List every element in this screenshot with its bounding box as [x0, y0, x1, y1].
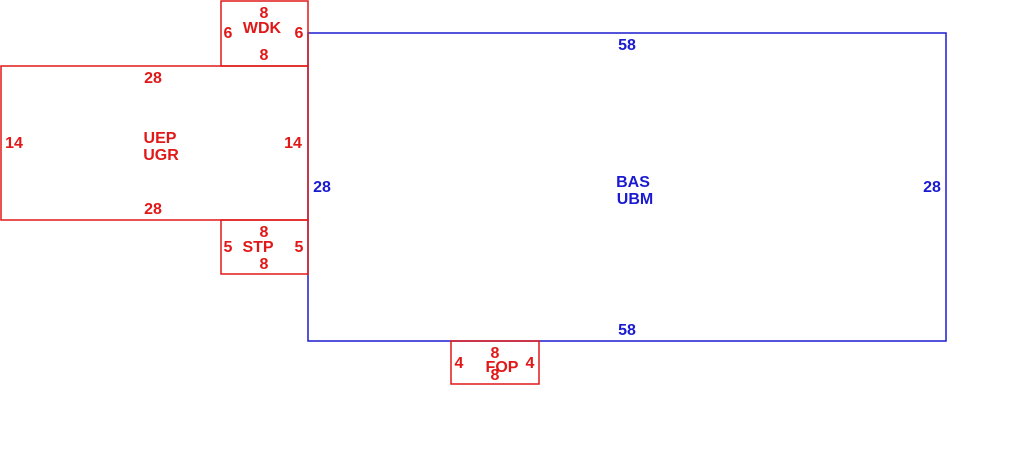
area-bas-subcode: UBM [617, 191, 653, 208]
area-uep-code: UEP [144, 130, 177, 147]
area-uep-left-dimension: 14 [5, 135, 23, 152]
area-bas: BAS UBM 58 58 28 28 [307, 32, 947, 342]
area-uep-right-dimension: 14 [284, 135, 302, 152]
area-stp-outline [220, 219, 309, 275]
area-bas-left-dimension: 28 [313, 179, 331, 196]
area-bas-bottom-dimension: 58 [618, 322, 636, 339]
area-stp-right-dimension: 5 [295, 239, 304, 256]
area-fop-code: FOP [486, 359, 519, 376]
area-uep-top-dimension: 28 [144, 70, 162, 87]
area-wdk-left-dimension: 6 [224, 25, 233, 42]
area-stp-left-dimension: 5 [224, 239, 233, 256]
area-stp: STP 8 8 5 5 [220, 219, 309, 275]
area-stp-code: STP [242, 239, 273, 256]
area-uep-bottom-dimension: 28 [144, 201, 162, 218]
area-bas-top-dimension: 58 [618, 37, 636, 54]
area-uep: UEP UGR 28 28 14 14 [0, 65, 309, 221]
area-bas-code: BAS [616, 174, 650, 191]
area-fop-left-dimension: 4 [455, 355, 464, 372]
area-fop-bottom-dimension: 8 [491, 367, 500, 384]
area-wdk-bottom-dimension: 8 [260, 47, 269, 64]
area-fop-outline [450, 340, 540, 385]
area-wdk: WDK 8 8 6 6 [220, 0, 309, 67]
area-uep-subcode: UGR [143, 147, 179, 164]
area-uep-outline [0, 65, 309, 221]
area-stp-bottom-dimension: 8 [260, 256, 269, 273]
area-fop: FOP 8 8 4 4 [450, 340, 540, 385]
area-wdk-top-dimension: 8 [260, 5, 269, 22]
area-wdk-code: WDK [243, 20, 282, 37]
area-wdk-right-dimension: 6 [295, 25, 304, 42]
area-fop-top-dimension: 8 [491, 345, 500, 362]
area-bas-right-dimension: 28 [923, 179, 941, 196]
area-fop-right-dimension: 4 [526, 355, 535, 372]
area-stp-top-dimension: 8 [260, 224, 269, 241]
